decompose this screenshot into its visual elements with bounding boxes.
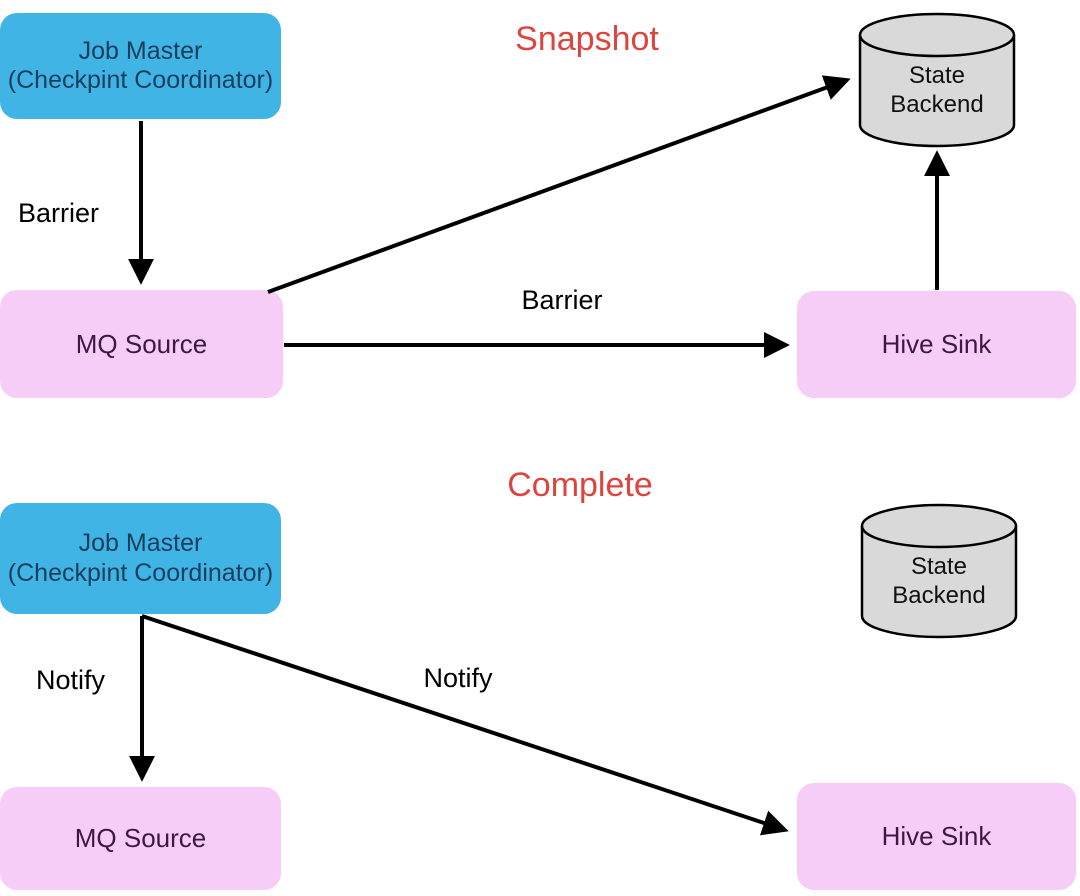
state-backend-label-line1: State <box>908 62 966 89</box>
hive-sink-label: Hive Sink <box>881 329 992 360</box>
edge-label-barrier-down: Barrier <box>18 198 100 228</box>
edge-label-notify-down: Notify <box>36 665 106 695</box>
edge-mqsource-to-statebackend-snapshot <box>267 75 851 294</box>
state-backend-label-line2: Backend <box>892 581 986 609</box>
database-cylinder-icon <box>858 12 1016 148</box>
node-hive-sink-snapshot: Hive Sink <box>797 291 1076 398</box>
edge-label-barrier-across: Barrier <box>521 285 603 315</box>
mq-source-label: MQ Source <box>75 328 208 359</box>
node-mq-source-snapshot: MQ Source <box>0 290 283 398</box>
edge-label-notify-across: Notify <box>423 663 493 693</box>
state-backend-label: State Backend <box>858 62 1016 120</box>
job-master-label-line1: Job Master <box>78 36 203 65</box>
state-backend-label: State Backend <box>860 553 1018 611</box>
job-master-label-line1: Job Master <box>78 529 203 557</box>
job-master-label-line2: (Checkpint Coordinator) <box>7 558 274 587</box>
node-hive-sink-complete: Hive Sink <box>797 783 1076 890</box>
node-state-backend-snapshot: State Backend <box>858 12 1016 148</box>
hive-sink-label: Hive Sink <box>881 821 992 852</box>
mq-source-label: MQ Source <box>74 823 207 854</box>
snapshot-section-title: Snapshot <box>515 20 659 58</box>
node-state-backend-complete: State Backend <box>860 503 1018 639</box>
state-backend-label-line1: State <box>910 553 968 580</box>
node-mq-source-complete: MQ Source <box>0 787 281 890</box>
complete-section-title: Complete <box>507 466 653 504</box>
job-master-label-line2: (Checkpint Coordinator) <box>7 66 274 94</box>
database-cylinder-icon <box>860 503 1018 639</box>
state-backend-label-line2: Backend <box>890 90 984 118</box>
node-job-master-snapshot: Job Master (Checkpint Coordinator) <box>0 13 281 119</box>
node-job-master-complete: Job Master (Checkpint Coordinator) <box>0 503 281 614</box>
